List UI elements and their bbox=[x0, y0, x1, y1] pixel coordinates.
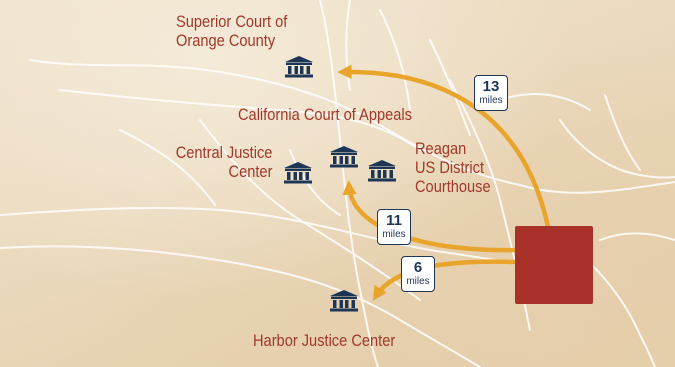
reagan-courthouse-label: Reagan US District Courthouse bbox=[415, 139, 491, 196]
courthouse-icon bbox=[329, 290, 359, 312]
label-line: Courthouse bbox=[415, 177, 491, 196]
distance-unit: miles bbox=[382, 229, 406, 240]
road bbox=[119, 129, 216, 206]
distance-value: 13 bbox=[482, 78, 500, 95]
route-arrow-harbor bbox=[372, 259, 518, 301]
road bbox=[0, 206, 561, 276]
label-line: Reagan bbox=[415, 139, 467, 158]
label-line: Center bbox=[228, 162, 272, 181]
distance-value: 11 bbox=[386, 212, 402, 229]
distance-unit: miles bbox=[406, 276, 430, 287]
road bbox=[0, 245, 481, 367]
superior-court-label: Superior Court of Orange County bbox=[176, 12, 287, 50]
label-line: US District bbox=[415, 158, 485, 177]
distance-badge-superior: 13 miles bbox=[474, 75, 508, 111]
road bbox=[345, 0, 351, 91]
label-line: Central Justice bbox=[175, 143, 272, 162]
road bbox=[559, 119, 675, 179]
road bbox=[29, 59, 675, 194]
road bbox=[319, 0, 379, 367]
distance-badge-central: 11 miles bbox=[377, 209, 411, 245]
central-justice-center-label: Central Justice Center bbox=[175, 143, 272, 181]
road bbox=[289, 149, 341, 216]
road bbox=[199, 119, 421, 301]
road bbox=[379, 9, 411, 111]
courthouse-icon bbox=[329, 146, 359, 168]
road bbox=[499, 93, 591, 111]
courthouse-icon bbox=[284, 56, 314, 78]
harbor-justice-center-label: Harbor Justice Center bbox=[253, 331, 396, 350]
road bbox=[574, 249, 656, 367]
label-line: Orange County bbox=[176, 31, 276, 50]
road bbox=[59, 89, 421, 151]
distance-value: 6 bbox=[413, 259, 423, 276]
road bbox=[599, 232, 675, 241]
distance-badge-harbor: 6 miles bbox=[401, 256, 435, 292]
torch-flame-logo bbox=[515, 226, 593, 304]
courthouse-icon bbox=[367, 160, 397, 182]
court-of-appeals-label: California Court of Appeals bbox=[238, 105, 412, 124]
road bbox=[604, 94, 641, 171]
label-line: Superior Court of bbox=[176, 12, 288, 31]
distance-unit: miles bbox=[479, 95, 503, 106]
courthouse-icon bbox=[283, 162, 313, 184]
